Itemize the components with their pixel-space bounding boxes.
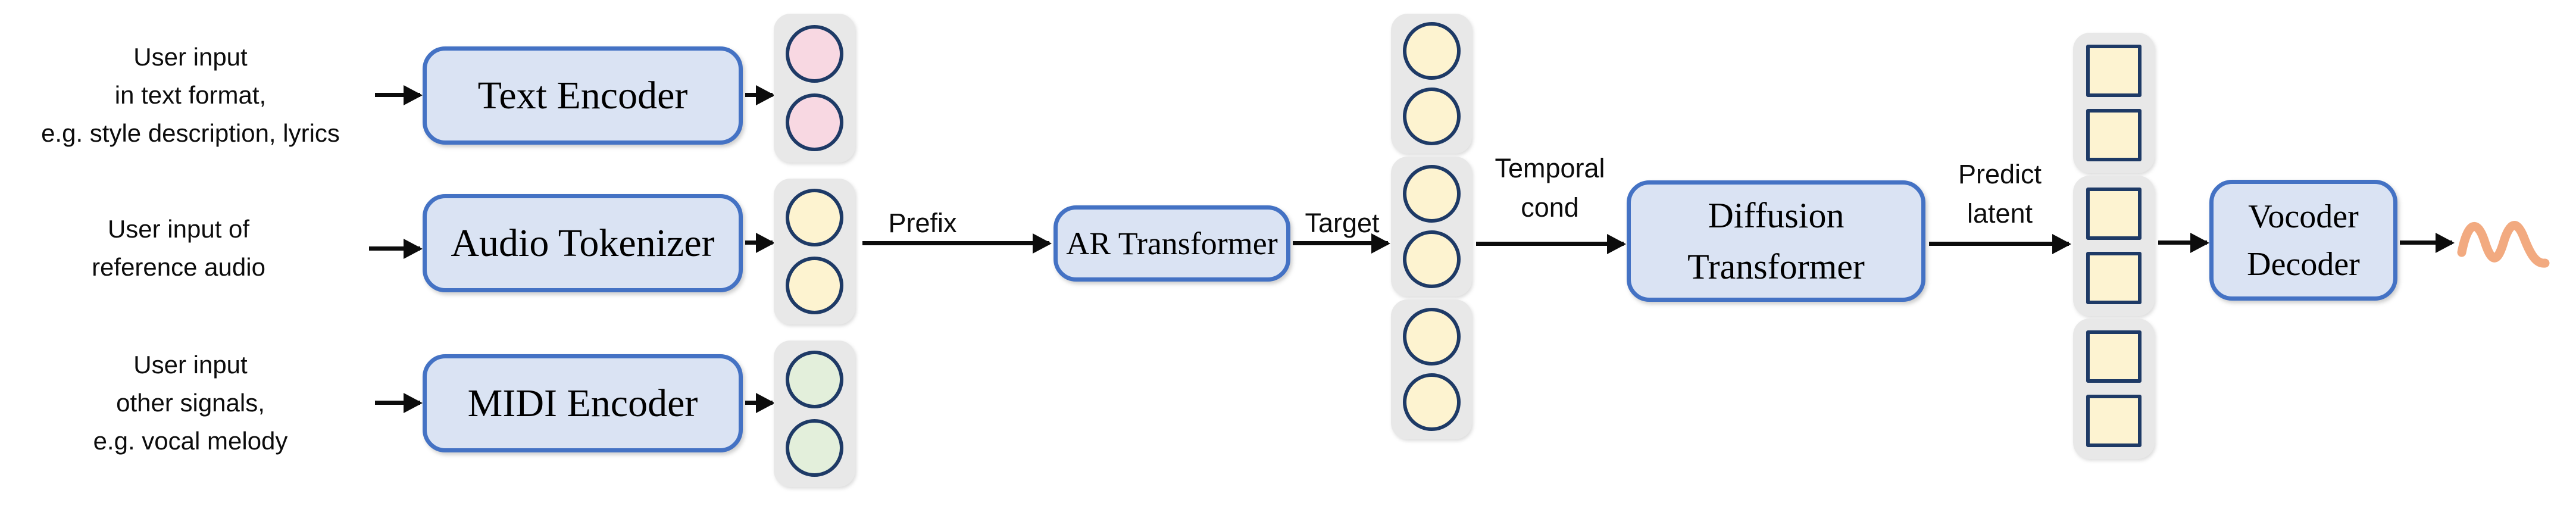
arrow-vocoder-to-waveform [2400,240,2452,245]
text-encoder-label: Text Encoder [477,73,688,117]
midi-encoder-box: MIDI Encoder [423,354,743,452]
latent-token-tray-2 [2073,176,2155,316]
arrow-tokenizer-to-audio-tokens [745,240,773,245]
arrow-encoder-to-midi-tokens [745,401,773,405]
semantic-token [1402,21,1461,80]
arrow-text-to-encoder [375,93,420,97]
audio-token-tray [774,179,855,324]
arrow-latent-to-vocoder [2158,240,2207,245]
text-encoder-box: Text Encoder [423,46,743,145]
ar-transformer-box: AR Transformer [1053,205,1290,282]
temporal-cond-label: Temporal cond [1495,153,1605,223]
arrow-predict-latent [1929,242,2069,246]
ar-transformer-label: AR Transformer [1066,226,1278,261]
input-audio-label: User input of reference audio [92,215,265,281]
audio-token [786,257,843,314]
vocoder-decoder-box: Vocoder Decoder [2209,180,2397,301]
latent-token [2086,395,2142,447]
semantic-token [1402,88,1461,146]
arrow-encoder-to-text-tokens [745,93,773,97]
latent-token [2086,109,2142,161]
audio-tokenizer-box: Audio Tokenizer [423,194,743,292]
arrow-midi-to-encoder [375,401,420,405]
latent-token [2086,45,2142,97]
latent-token-tray-1 [2073,33,2155,173]
text-token [786,24,843,83]
semantic-token-tray-3 [1391,299,1472,439]
semantic-token [1402,164,1461,223]
audio-waveform-icon [2457,221,2550,268]
audio-tokenizer-label: Audio Tokenizer [451,221,715,265]
semantic-token-tray-1 [1391,14,1472,154]
arrow-target [1293,241,1388,245]
prefix-label: Prefix [888,208,957,238]
text-token-tray [774,14,855,163]
latent-token [2086,330,2142,383]
vocoder-decoder-label: Vocoder Decoder [2247,198,2360,283]
semantic-token [1402,373,1461,432]
latent-token [2086,188,2142,240]
midi-token [786,418,843,477]
midi-token [786,351,843,409]
arrow-temporal-cond [1476,242,1624,246]
semantic-token [1402,307,1461,366]
input-midi-label: User input other signals, e.g. vocal mel… [93,351,288,455]
semantic-token [1402,230,1461,289]
text-token [786,93,843,152]
arrow-prefix [862,241,1049,245]
diffusion-transformer-box: Diffusion Transformer [1627,180,1925,302]
audio-token [786,189,843,246]
latent-token [2086,252,2142,304]
latent-token-tray-3 [2073,318,2155,459]
target-label: Target [1305,208,1380,238]
predict-latent-label: Predict latent [1958,159,2042,229]
arrow-audio-to-tokenizer [369,246,420,251]
semantic-token-tray-2 [1391,157,1472,296]
midi-encoder-label: MIDI Encoder [467,381,698,425]
input-text-label: User input in text format, e.g. style de… [41,43,340,147]
midi-token-tray [774,341,855,487]
diffusion-transformer-label: Diffusion Transformer [1687,196,1865,286]
